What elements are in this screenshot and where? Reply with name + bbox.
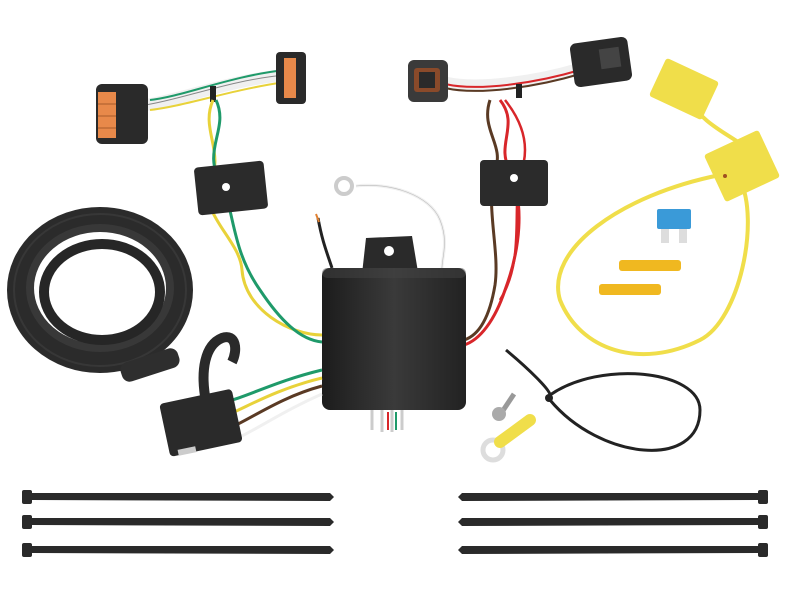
flat4-connector <box>120 332 323 457</box>
self-tapping-screw <box>492 392 517 421</box>
butt-connectors <box>599 260 681 295</box>
ring-terminal <box>480 414 536 463</box>
orange-pin-connector-icon <box>276 52 306 104</box>
converter-module <box>322 236 466 432</box>
vehicle-plug-icon <box>408 60 448 102</box>
vehicle-harness-right <box>408 36 633 347</box>
ground-ring-wire <box>334 176 446 276</box>
vehicle-harness-left <box>96 52 323 344</box>
loop-cable-tie <box>505 348 702 452</box>
cable-ties <box>22 490 768 557</box>
blade-fuse <box>657 209 691 243</box>
wiring-extension-coil <box>7 207 193 373</box>
fuse-holder <box>556 58 780 356</box>
vehicle-socket-icon <box>569 36 633 88</box>
orange-pin-connector-icon <box>96 84 148 144</box>
